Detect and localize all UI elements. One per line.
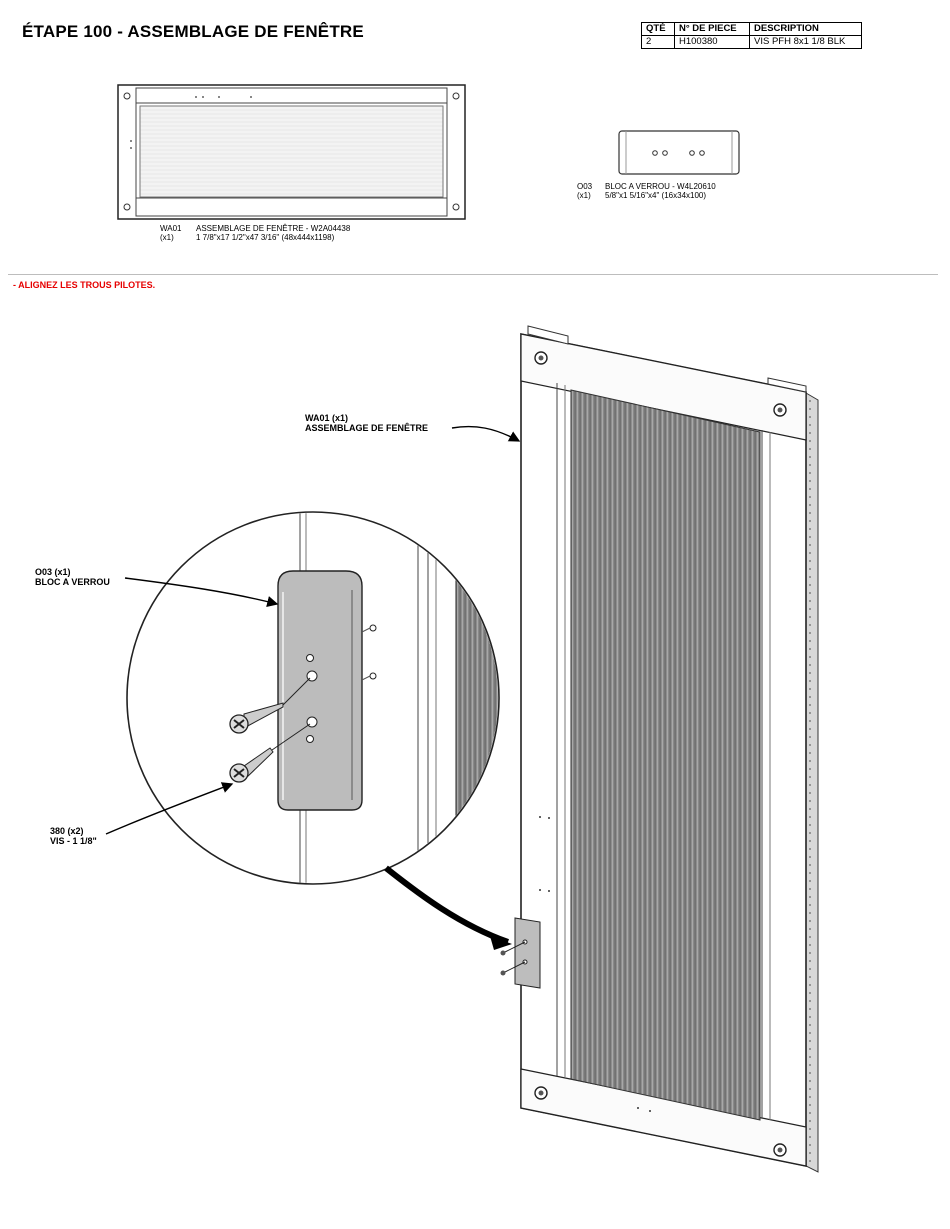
- window-top-view: [117, 84, 466, 220]
- window-assembly-drawing: [500, 325, 819, 1173]
- parts-table-header: QTÉ N° DE PIECE DESCRIPTION: [641, 22, 862, 36]
- window-caption: WA01 ASSEMBLAGE DE FENÊTRE - W2A04438 (x1…: [160, 224, 350, 242]
- screw-icon: [229, 677, 311, 734]
- section-divider: [8, 274, 938, 275]
- callout-window-line2: ASSEMBLAGE DE FENÊTRE: [305, 423, 429, 433]
- callout-window: WA01 (x1) ASSEMBLAGE DE FENÊTRE: [305, 413, 428, 433]
- window-qty: (x1): [160, 233, 174, 242]
- lock-block-top-view: [618, 130, 740, 175]
- instruction-note: - ALIGNEZ LES TROUS PILOTES.: [13, 280, 156, 290]
- block-name: BLOC A VERROU - W4L20610: [605, 182, 716, 191]
- detail-magnifier: [126, 511, 500, 885]
- table-row: 2 H100380 VIS PFH 8x1 1/8 BLK: [641, 35, 862, 49]
- window-name: ASSEMBLAGE DE FENÊTRE - W2A04438: [196, 224, 351, 233]
- cell-part-number: H100380: [674, 35, 750, 49]
- callout-screw: 380 (x2) VIS - 1 1/8": [50, 826, 97, 846]
- callout-block: O03 (x1) BLOC A VERROU: [35, 567, 110, 587]
- callout-screw-line1: 380 (x2): [50, 826, 84, 836]
- cell-description: VIS PFH 8x1 1/8 BLK: [749, 35, 862, 49]
- window-code: WA01: [160, 224, 182, 233]
- page-title: ÉTAPE 100 - ASSEMBLAGE DE FENÊTRE: [22, 22, 364, 41]
- screw-icon: [229, 723, 311, 783]
- block-qty: (x1): [577, 191, 591, 200]
- block-code: O03: [577, 182, 593, 191]
- window-size: 1 7/8"x17 1/2"x47 3/16" (48x444x1198): [196, 233, 335, 242]
- arrow-icon: [105, 425, 521, 950]
- parts-table: QTÉ N° DE PIECE DESCRIPTION 2 H100380 VI…: [641, 22, 862, 49]
- callout-window-line1: WA01 (x1): [305, 413, 349, 423]
- block-caption: O03 BLOC A VERROU - W4L20610 (x1) 5/8"x1 5…: [577, 182, 716, 200]
- callout-block-line2: BLOC A VERROU: [35, 577, 110, 587]
- cell-qty: 2: [641, 35, 675, 49]
- block-size: 5/8"x1 5/16"x4" (16x34x100): [605, 191, 707, 200]
- callout-block-line1: O03 (x1): [35, 567, 71, 577]
- callout-screw-line2: VIS - 1 1/8": [50, 836, 97, 846]
